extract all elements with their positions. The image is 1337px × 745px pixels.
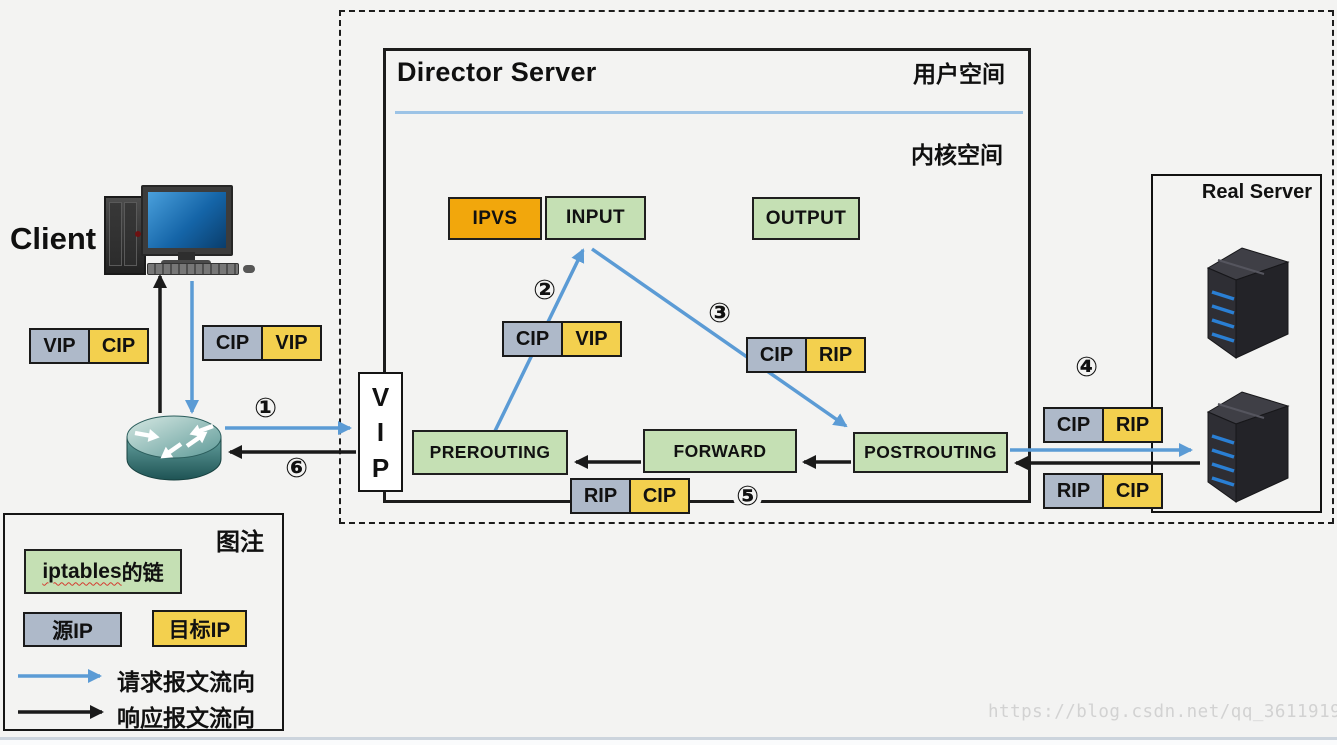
ipvs-box: IPVS [448, 197, 542, 240]
packet-label-rip-cip-bottom: RIP CIP [570, 478, 690, 514]
mouse-icon [243, 265, 255, 273]
packet-label-rip-cip-right: RIP CIP [1043, 473, 1163, 509]
prerouting-chain-box: PREROUTING [412, 430, 568, 475]
keyboard-icon [147, 263, 239, 275]
vip-letter: P [371, 452, 390, 483]
source-ip-cell: CIP [204, 327, 261, 359]
user-kernel-divider-line [395, 111, 1023, 114]
legend-request-flow-label: 请求报文流向 [117, 669, 255, 695]
packet-label-cip-vip-client: CIP VIP [202, 325, 322, 361]
legend-chain-label-en: iptables [42, 559, 122, 583]
dest-ip-cell: VIP [261, 327, 320, 359]
step-2-badge: ② [533, 275, 556, 306]
dest-ip-cell: RIP [1102, 409, 1161, 441]
output-chain-box: OUTPUT [752, 197, 860, 240]
source-ip-cell: CIP [504, 323, 561, 355]
forward-chain-box: FORWARD [643, 429, 797, 473]
server-icon [1206, 391, 1290, 503]
client-monitor-icon [141, 185, 233, 256]
user-space-label: 用户空间 [913, 61, 1005, 87]
dest-ip-cell: CIP [629, 480, 688, 512]
router-icon [126, 415, 222, 481]
legend-chain-label-zh: 的链 [121, 561, 164, 585]
source-ip-cell: RIP [1045, 475, 1102, 507]
client-label: Client [10, 221, 97, 256]
real-server-box: Real Server [1151, 174, 1322, 513]
dest-ip-cell: RIP [805, 339, 864, 371]
source-ip-cell: CIP [1045, 409, 1102, 441]
dest-ip-cell: CIP [1102, 475, 1161, 507]
packet-label-cip-rip-right: CIP RIP [1043, 407, 1163, 443]
postrouting-chain-box: POSTROUTING [853, 432, 1008, 473]
page-bottom-margin [0, 740, 1337, 745]
legend-source-ip-swatch: 源IP [23, 612, 122, 647]
step-6-badge: ⑥ [285, 453, 308, 484]
legend-response-flow-label: 响应报文流向 [117, 705, 255, 731]
director-server-box [383, 48, 1031, 503]
director-server-title: Director Server [397, 57, 597, 87]
page-bottom-divider [0, 737, 1337, 740]
vip-letter: V [371, 381, 390, 412]
source-ip-cell: RIP [572, 480, 629, 512]
vip-letter: I [376, 417, 385, 447]
step-3-badge: ③ [708, 298, 731, 329]
source-ip-cell: CIP [748, 339, 805, 371]
packet-label-cip-vip-mid: CIP VIP [502, 321, 622, 357]
step-5-badge: ⑤ [733, 482, 762, 511]
packet-label-vip-cip-client: VIP CIP [29, 328, 149, 364]
director-outer-dashed-boundary [339, 10, 1334, 524]
vip-interface-box: V I P [358, 372, 403, 492]
server-icon [1206, 247, 1290, 359]
kernel-space-label: 内核空间 [911, 142, 1003, 168]
step-1-badge: ① [254, 393, 277, 424]
legend-dest-ip-swatch: 目标IP [152, 610, 247, 647]
step-4-badge: ④ [1075, 352, 1098, 383]
client-tower-icon [104, 196, 146, 275]
packet-label-cip-rip-mid: CIP RIP [746, 337, 866, 373]
legend-title: 图注 [216, 529, 264, 556]
dest-ip-cell: VIP [561, 323, 620, 355]
watermark-url: https://blog.csdn.net/qq_36119192 [988, 702, 1337, 722]
monitor-stand [178, 252, 195, 261]
input-chain-box: INPUT [545, 196, 646, 240]
real-server-title: Real Server [1201, 181, 1312, 203]
source-ip-cell: VIP [31, 330, 88, 362]
dest-ip-cell: CIP [88, 330, 147, 362]
